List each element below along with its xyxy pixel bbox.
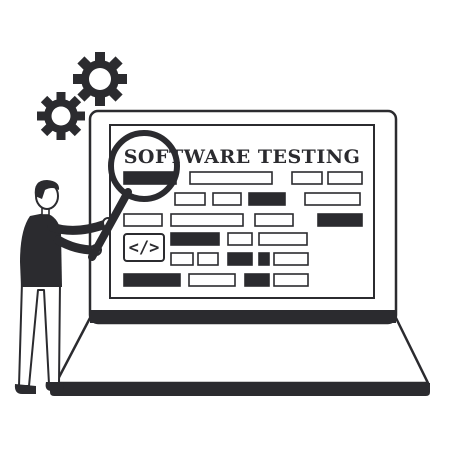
code-icon: </> <box>123 233 165 262</box>
person-figure <box>14 180 114 394</box>
large-gear-icon <box>73 52 127 106</box>
code-badge-text: </> <box>129 238 160 258</box>
small-gear-icon <box>37 92 85 140</box>
screen-title: SOFTWARE TESTING <box>124 146 361 168</box>
laptop-base <box>50 316 430 396</box>
magnifying-glass-icon <box>88 130 180 261</box>
screen-content-bars <box>123 171 363 287</box>
